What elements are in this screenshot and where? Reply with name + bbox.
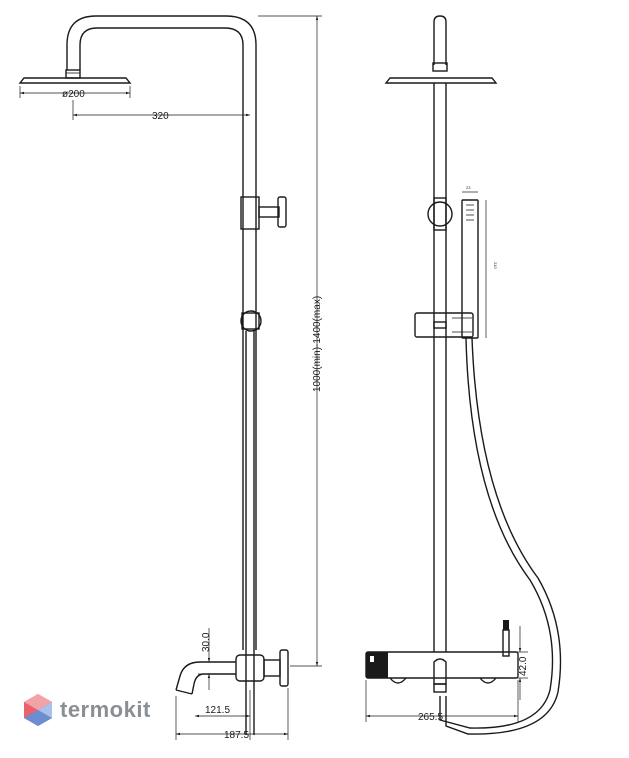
termokit-logo-icon (24, 694, 52, 726)
side-view: ø200 320 1000(min)-1400(max) 30.0 (18, 15, 323, 741)
spout-reach-label: 121.5 (205, 705, 230, 716)
brand-name: termokit (60, 697, 151, 722)
hand-shower-width-label: 23 (466, 185, 471, 190)
front-slider (414, 312, 474, 338)
diverter-stem (258, 206, 280, 218)
hand-shower-length-label: 210 (493, 262, 498, 269)
head-diameter-label: ø200 (62, 89, 85, 100)
slider-body (241, 312, 260, 330)
hand-shower (461, 199, 479, 339)
front-slider-button (433, 321, 447, 329)
dim-head-diameter: ø200 (19, 86, 131, 100)
dim-mixer-width: 265.5 (365, 680, 519, 723)
front-diverter (427, 201, 453, 227)
dim-spout-reach: 121.5 (175, 690, 251, 740)
dim-total-depth: 187.5 (176, 688, 289, 741)
mixer-width-label: 265.5 (418, 712, 443, 723)
hand-shower-hose (439, 337, 562, 735)
arm-length-label: 320 (152, 111, 169, 122)
dim-spout-height: 30.0 (198, 628, 215, 690)
front-diverter-body (433, 197, 447, 231)
overhead-arm (66, 15, 257, 195)
height-range-label: 1000(min)-1400(max) (312, 296, 323, 392)
riser-pipe (242, 195, 257, 650)
dim-height: 1000(min)-1400(max) (258, 15, 323, 667)
diverter-knob (277, 196, 287, 228)
dim-handle-height: 42.0 (512, 626, 529, 700)
mixer-front (365, 620, 519, 693)
slider-holder (240, 310, 262, 332)
shower-head-front (384, 77, 498, 84)
total-depth-label: 187.5 (224, 730, 249, 741)
shower-head-side (18, 69, 132, 84)
spout-height-label: 30.0 (201, 632, 212, 652)
mixer-end-cap (366, 652, 388, 678)
mixer-side (175, 649, 289, 695)
dim-hand-shower: 23 210 (462, 185, 498, 338)
hand-shower-hose-side (245, 331, 255, 735)
handle-height-label: 42.0 (518, 656, 529, 676)
front-riser (433, 83, 447, 652)
front-arm-top (433, 15, 447, 65)
front-view: 23 210 42.0 265.5 (365, 15, 562, 735)
front-head-connector (432, 62, 448, 72)
dim-arm-length: 320 (72, 100, 250, 122)
